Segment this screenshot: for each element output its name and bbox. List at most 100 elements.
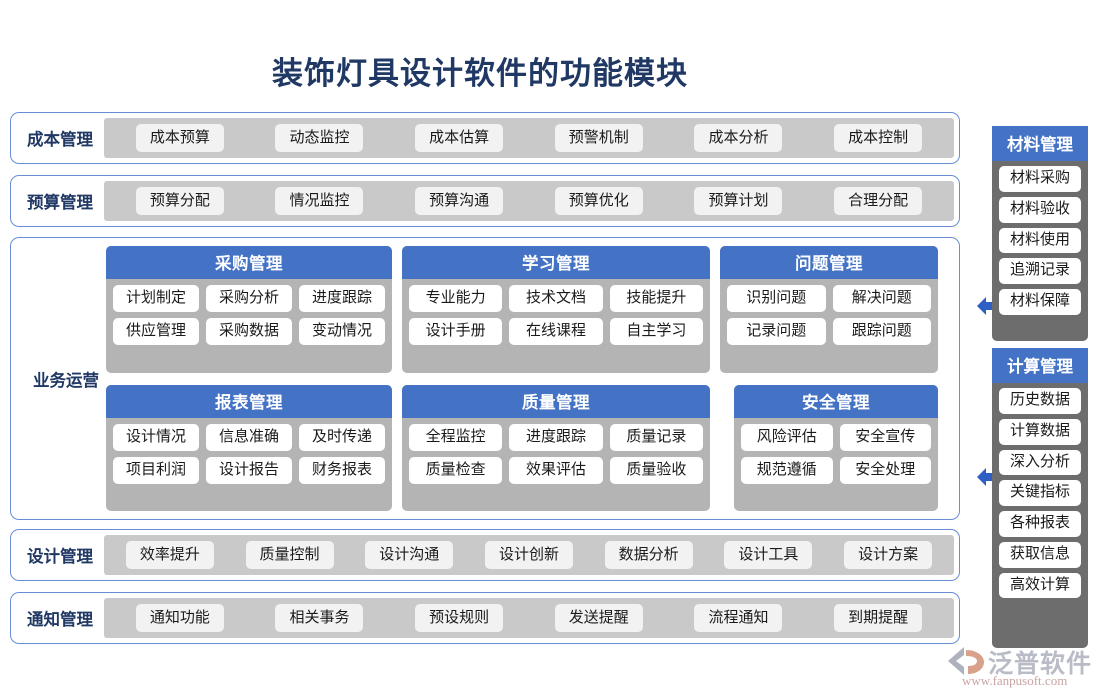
- sidebar-item[interactable]: 材料保障: [999, 289, 1081, 315]
- chip-item[interactable]: 技能提升: [609, 285, 703, 312]
- sidebar-item[interactable]: 材料验收: [999, 196, 1081, 223]
- chip-item[interactable]: 全程监控: [409, 423, 503, 451]
- chip-item[interactable]: 财务报表: [299, 456, 385, 484]
- pill-item[interactable]: 设计工具: [724, 541, 813, 569]
- pill-item[interactable]: 合理分配: [834, 187, 923, 215]
- chip-item[interactable]: 质量检查: [409, 456, 503, 484]
- sidebar-item[interactable]: 高效计算: [999, 572, 1081, 599]
- pill-item[interactable]: 动态监控: [275, 124, 364, 152]
- pill-item[interactable]: 预算分配: [135, 187, 224, 215]
- chip-item[interactable]: 进度跟踪: [299, 285, 385, 312]
- pill-item[interactable]: 预算优化: [554, 187, 643, 215]
- module-line: 设计情况 信息准确 及时传递: [113, 423, 385, 451]
- section-items-design: 效率提升 质量控制 设计沟通 设计创新 数据分析 设计工具 设计方案: [104, 535, 954, 575]
- sidebar-item[interactable]: 材料使用: [999, 227, 1081, 254]
- chip-item[interactable]: 解决问题: [832, 285, 931, 312]
- module-purchase-management: 采购管理 计划制定 采购分析 进度跟踪 供应管理 采购数据 变动情况: [106, 246, 392, 373]
- chip-item[interactable]: 风险评估: [741, 423, 833, 451]
- pill-item[interactable]: 效率提升: [125, 541, 214, 569]
- section-notification-management: 通知管理 通知功能 相关事务 预设规则 发送提醒 流程通知 到期提醒: [10, 592, 960, 644]
- pill-item[interactable]: 预警机制: [554, 124, 643, 152]
- sidebar-item[interactable]: 材料采购: [999, 166, 1081, 192]
- pill-item[interactable]: 通知功能: [135, 604, 224, 632]
- chip-item[interactable]: 设计报告: [206, 456, 292, 484]
- module-issue-management: 问题管理 识别问题 解决问题 记录问题 跟踪问题: [720, 246, 938, 373]
- module-body: 识别问题 解决问题 记录问题 跟踪问题: [720, 279, 938, 373]
- module-title: 质量管理: [402, 384, 710, 418]
- business-row: 采购管理 计划制定 采购分析 进度跟踪 供应管理 采购数据 变动情况: [106, 246, 949, 373]
- module-title: 采购管理: [106, 246, 392, 279]
- sidebar-item[interactable]: 历史数据: [999, 388, 1081, 414]
- pill-item[interactable]: 设计方案: [844, 541, 933, 569]
- chip-item[interactable]: 及时传递: [299, 423, 385, 451]
- chip-item[interactable]: 进度跟踪: [509, 423, 603, 451]
- chip-item[interactable]: 安全宣传: [839, 423, 931, 451]
- pill-item[interactable]: 成本估算: [415, 124, 504, 152]
- chip-item[interactable]: 在线课程: [509, 318, 603, 345]
- module-body: 设计情况 信息准确 及时传递 项目利润 设计报告 财务报表: [106, 418, 392, 512]
- module-body: 计划制定 采购分析 进度跟踪 供应管理 采购数据 变动情况: [106, 279, 392, 373]
- chip-item[interactable]: 设计手册: [409, 318, 503, 345]
- module-line: 专业能力 技术文档 技能提升: [409, 285, 703, 312]
- module-title: 安全管理: [734, 384, 938, 418]
- chip-item[interactable]: 效果评估: [509, 456, 603, 484]
- sidebar-material-management: 材料管理 材料采购 材料验收 材料使用 追溯记录 材料保障: [992, 126, 1088, 341]
- chip-item[interactable]: 项目利润: [113, 456, 199, 484]
- chip-item[interactable]: 自主学习: [609, 318, 703, 345]
- chip-item[interactable]: 技术文档: [509, 285, 603, 312]
- module-body: 专业能力 技术文档 技能提升 设计手册 在线课程 自主学习: [402, 279, 710, 373]
- chip-item[interactable]: 供应管理: [113, 318, 199, 345]
- chip-item[interactable]: 安全处理: [839, 456, 931, 484]
- chip-item[interactable]: 专业能力: [409, 285, 503, 312]
- chip-item[interactable]: 采购分析: [206, 285, 292, 312]
- pill-item[interactable]: 质量控制: [245, 541, 334, 569]
- chip-item[interactable]: 质量记录: [609, 423, 703, 451]
- chip-item[interactable]: 变动情况: [299, 318, 385, 345]
- module-line: 计划制定 采购分析 进度跟踪: [113, 285, 385, 312]
- pill-item[interactable]: 预设规则: [415, 604, 504, 632]
- module-learning-management: 学习管理 专业能力 技术文档 技能提升 设计手册 在线课程 自主学习: [402, 246, 710, 373]
- pill-item[interactable]: 发送提醒: [554, 604, 643, 632]
- chip-item[interactable]: 采购数据: [206, 318, 292, 345]
- chip-item[interactable]: 跟踪问题: [832, 318, 931, 345]
- pill-item[interactable]: 相关事务: [275, 604, 364, 632]
- chip-item[interactable]: 质量验收: [609, 456, 703, 484]
- chip-item[interactable]: 识别问题: [727, 285, 826, 312]
- sidebar-item[interactable]: 获取信息: [999, 541, 1081, 568]
- section-items-cost: 成本预算 动态监控 成本估算 预警机制 成本分析 成本控制: [104, 118, 954, 158]
- pill-item[interactable]: 成本分析: [694, 124, 783, 152]
- sidebar-item[interactable]: 追溯记录: [999, 258, 1081, 284]
- brand-url: www.fanpusoft.com: [962, 673, 1068, 688]
- fanpu-logo-icon: [948, 647, 984, 675]
- pill-item[interactable]: 成本预算: [135, 124, 224, 152]
- sidebar-item[interactable]: 各种报表: [999, 511, 1081, 537]
- pill-item[interactable]: 流程通知: [694, 604, 783, 632]
- section-business-operations: 业务运营 采购管理 计划制定 采购分析 进度跟踪 供应管理 采购数据: [10, 237, 960, 520]
- page-title: 装饰灯具设计软件的功能模块: [272, 56, 688, 91]
- sidebar-item[interactable]: 计算数据: [999, 418, 1081, 445]
- pill-item[interactable]: 成本控制: [834, 124, 923, 152]
- chip-item[interactable]: 规范遵循: [741, 456, 833, 484]
- section-items-notification: 通知功能 相关事务 预设规则 发送提醒 流程通知 到期提醒: [104, 598, 954, 638]
- chip-item[interactable]: 计划制定: [113, 285, 199, 312]
- sidebar-calculation-management: 计算管理 历史数据 计算数据 深入分析 关键指标 各种报表 获取信息 高效计算: [992, 348, 1088, 648]
- sidebar-title: 材料管理: [992, 126, 1088, 161]
- pill-item[interactable]: 设计沟通: [365, 541, 454, 569]
- pill-item[interactable]: 到期提醒: [834, 604, 923, 632]
- pill-item[interactable]: 情况监控: [275, 187, 364, 215]
- sidebar-item[interactable]: 深入分析: [999, 449, 1081, 476]
- pill-item[interactable]: 数据分析: [604, 541, 693, 569]
- module-title: 问题管理: [720, 246, 938, 279]
- module-quality-management: 质量管理 全程监控 进度跟踪 质量记录 质量检查 效果评估 质量验收: [402, 384, 710, 511]
- pill-item[interactable]: 设计创新: [484, 541, 573, 569]
- chip-item[interactable]: 设计情况: [113, 423, 199, 451]
- sidebar-item[interactable]: 关键指标: [999, 480, 1081, 506]
- module-line: 项目利润 设计报告 财务报表: [113, 456, 385, 484]
- pill-item[interactable]: 预算沟通: [415, 187, 504, 215]
- chip-item[interactable]: 信息准确: [206, 423, 292, 451]
- module-line: 全程监控 进度跟踪 质量记录: [409, 423, 703, 451]
- pill-item[interactable]: 预算计划: [694, 187, 783, 215]
- section-items-budget: 预算分配 情况监控 预算沟通 预算优化 预算计划 合理分配: [104, 181, 954, 221]
- chip-item[interactable]: 记录问题: [727, 318, 826, 345]
- module-title: 学习管理: [402, 246, 710, 279]
